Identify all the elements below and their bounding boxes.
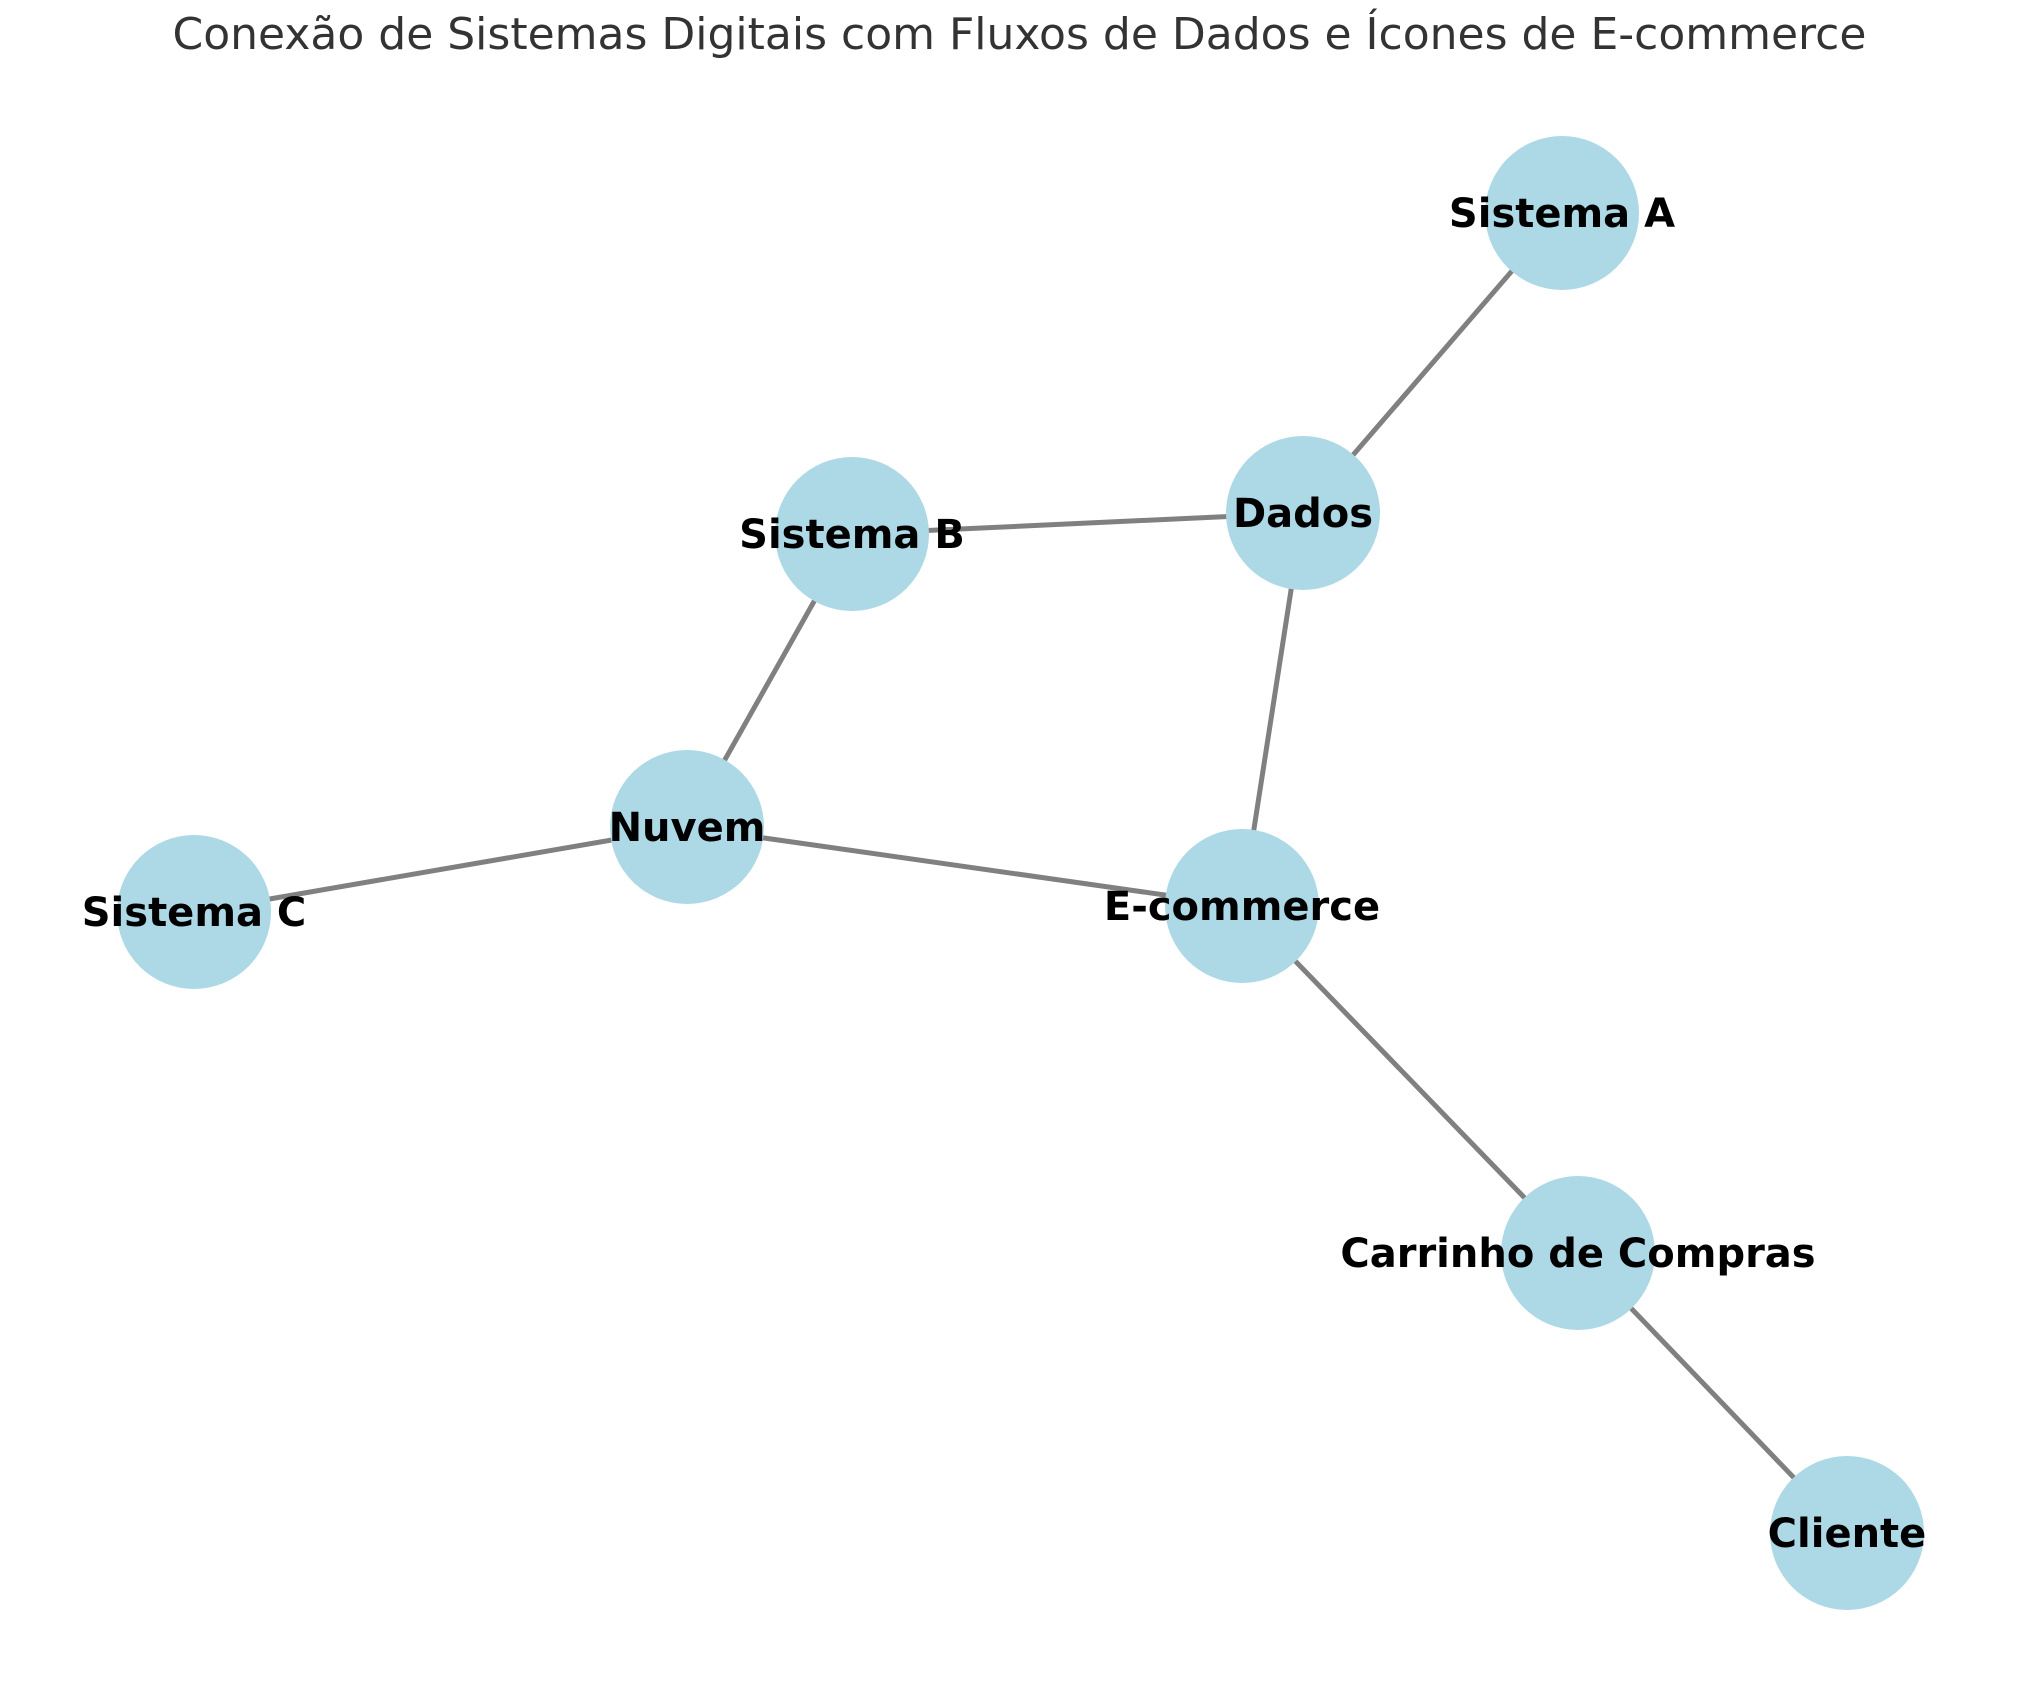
edge-nuvem-e-commerce [686,824,1243,909]
node-sistema-c [117,835,271,989]
node-sistema-b [775,457,929,611]
node-e-commerce [1165,829,1319,983]
node-carrinho [1501,1176,1655,1330]
node-nuvem [610,750,764,904]
node-label-nuvem: Nuvem [609,805,766,851]
nodes-layer [117,136,1924,1610]
node-label-cliente: Cliente [1768,1511,1927,1557]
edge-e-commerce-carrinho [1240,904,1580,1255]
node-cliente [1770,1456,1924,1610]
node-dados [1226,436,1380,590]
node-label-sistema-c: Sistema C [82,890,307,936]
node-label-sistema-a: Sistema A [1449,191,1675,237]
node-label-carrinho: Carrinho de Compras [1340,1231,1815,1277]
node-label-dados: Dados [1233,491,1373,537]
chart-title: Conexão de Sistemas Digitais com Fluxos … [172,9,1867,60]
node-label-e-commerce: E-commerce [1104,884,1380,930]
node-sistema-a [1485,136,1639,290]
edges-layer [193,211,1849,1535]
node-label-sistema-b: Sistema B [739,512,965,558]
edge-sistema-c-nuvem [193,824,688,915]
